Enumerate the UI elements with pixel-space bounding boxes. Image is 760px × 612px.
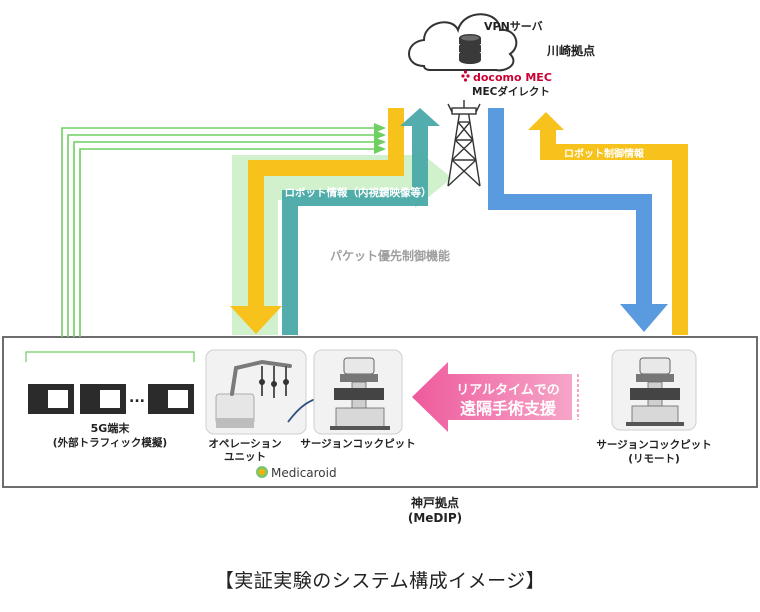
terminals-ellipsis: ... [129,390,145,406]
operation-unit-label-line1: オペレーション [208,438,281,450]
operation-unit-label-line2: ユニット [224,451,266,463]
robot-info-label: ロボット情報（内視鏡映像等） [285,186,432,199]
kobe-site-label: 神戸拠点 (MeDIP) [400,496,470,526]
kobe-site-label-line1: 神戸拠点 [410,496,459,510]
mec-direct-label: MECダイレクト [472,85,550,98]
robot-control-label: ロボット制御情報 [564,147,645,160]
surgeon-cockpit-remote-label-line2: (リモート) [628,453,680,465]
surgeon-cockpit-label: サージョンコックピット [300,438,415,450]
surgeon-cockpit-remote-label-line1: サージョンコックピット [596,439,711,451]
external-traffic-lines [61,123,386,337]
blue-arrow-right [488,108,668,332]
yellow-arrow-right [528,112,688,335]
server-icon [459,34,481,64]
realtime-label-line1: リアルタイムでの [456,383,560,398]
kobe-site-label-line2: (MeDIP) [407,511,463,525]
realtime-label-line2: 遠隔手術支援 [460,399,557,418]
vpn-server-label: VPNサーバ [484,20,543,33]
kawasaki-site-label: 川崎拠点 [546,43,595,58]
terminals-label-line1: 5G端末 [91,421,131,435]
terminals-bracket [25,351,195,362]
medicaroid-label: Medicaroid [271,466,337,480]
operation-unit-image [205,349,307,435]
surgeon-cockpit-image [313,349,403,435]
teal-arrow-left [282,108,440,335]
antenna-tower-icon [447,100,481,187]
packet-priority-label: パケット優先制御機能 [330,248,450,263]
terminals-label-line2: (外部トラフィック模擬) [53,436,167,449]
docomo-logo-icon [461,70,470,82]
yellow-arrow-left [230,108,404,334]
surgeon-cockpit-remote-image [611,349,697,431]
diagram-caption: 【実証実験のシステム構成イメージ】 [214,570,546,592]
medicaroid-logo-icon [256,466,268,478]
realtime-support-arrow [412,362,579,432]
5g-terminals [28,384,194,414]
docomo-mec-label: docomo MEC [473,71,552,84]
